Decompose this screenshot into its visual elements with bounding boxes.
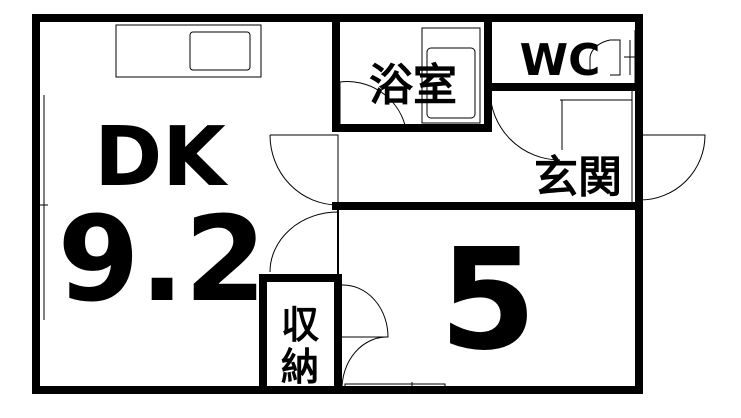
entrance-door-swing: [639, 134, 706, 201]
closet-label-bottom: 納: [281, 345, 319, 389]
bathtub: [421, 27, 481, 124]
kitchen-sink: [189, 31, 251, 71]
dk-label: DK: [94, 110, 229, 205]
entrance-label: 玄関: [534, 152, 622, 203]
closet-wall: [259, 274, 342, 394]
kitchen-counter: [115, 24, 262, 78]
bath-door-swing: [339, 81, 406, 126]
wc-label: WC: [520, 35, 601, 86]
walls: [32, 14, 643, 394]
toilet: [589, 39, 621, 76]
closet-label-top: 収: [281, 303, 319, 347]
bedroom-door-swing: [269, 211, 339, 273]
wc-door-swing: [489, 89, 561, 161]
bedroom-size: 5: [439, 219, 536, 382]
dk-door-swing: [269, 134, 339, 206]
dk-size: 9.2: [57, 190, 266, 328]
bath-label: 浴室: [369, 60, 457, 111]
bath-wall: [332, 14, 492, 132]
closet-door-swing: [341, 284, 389, 391]
